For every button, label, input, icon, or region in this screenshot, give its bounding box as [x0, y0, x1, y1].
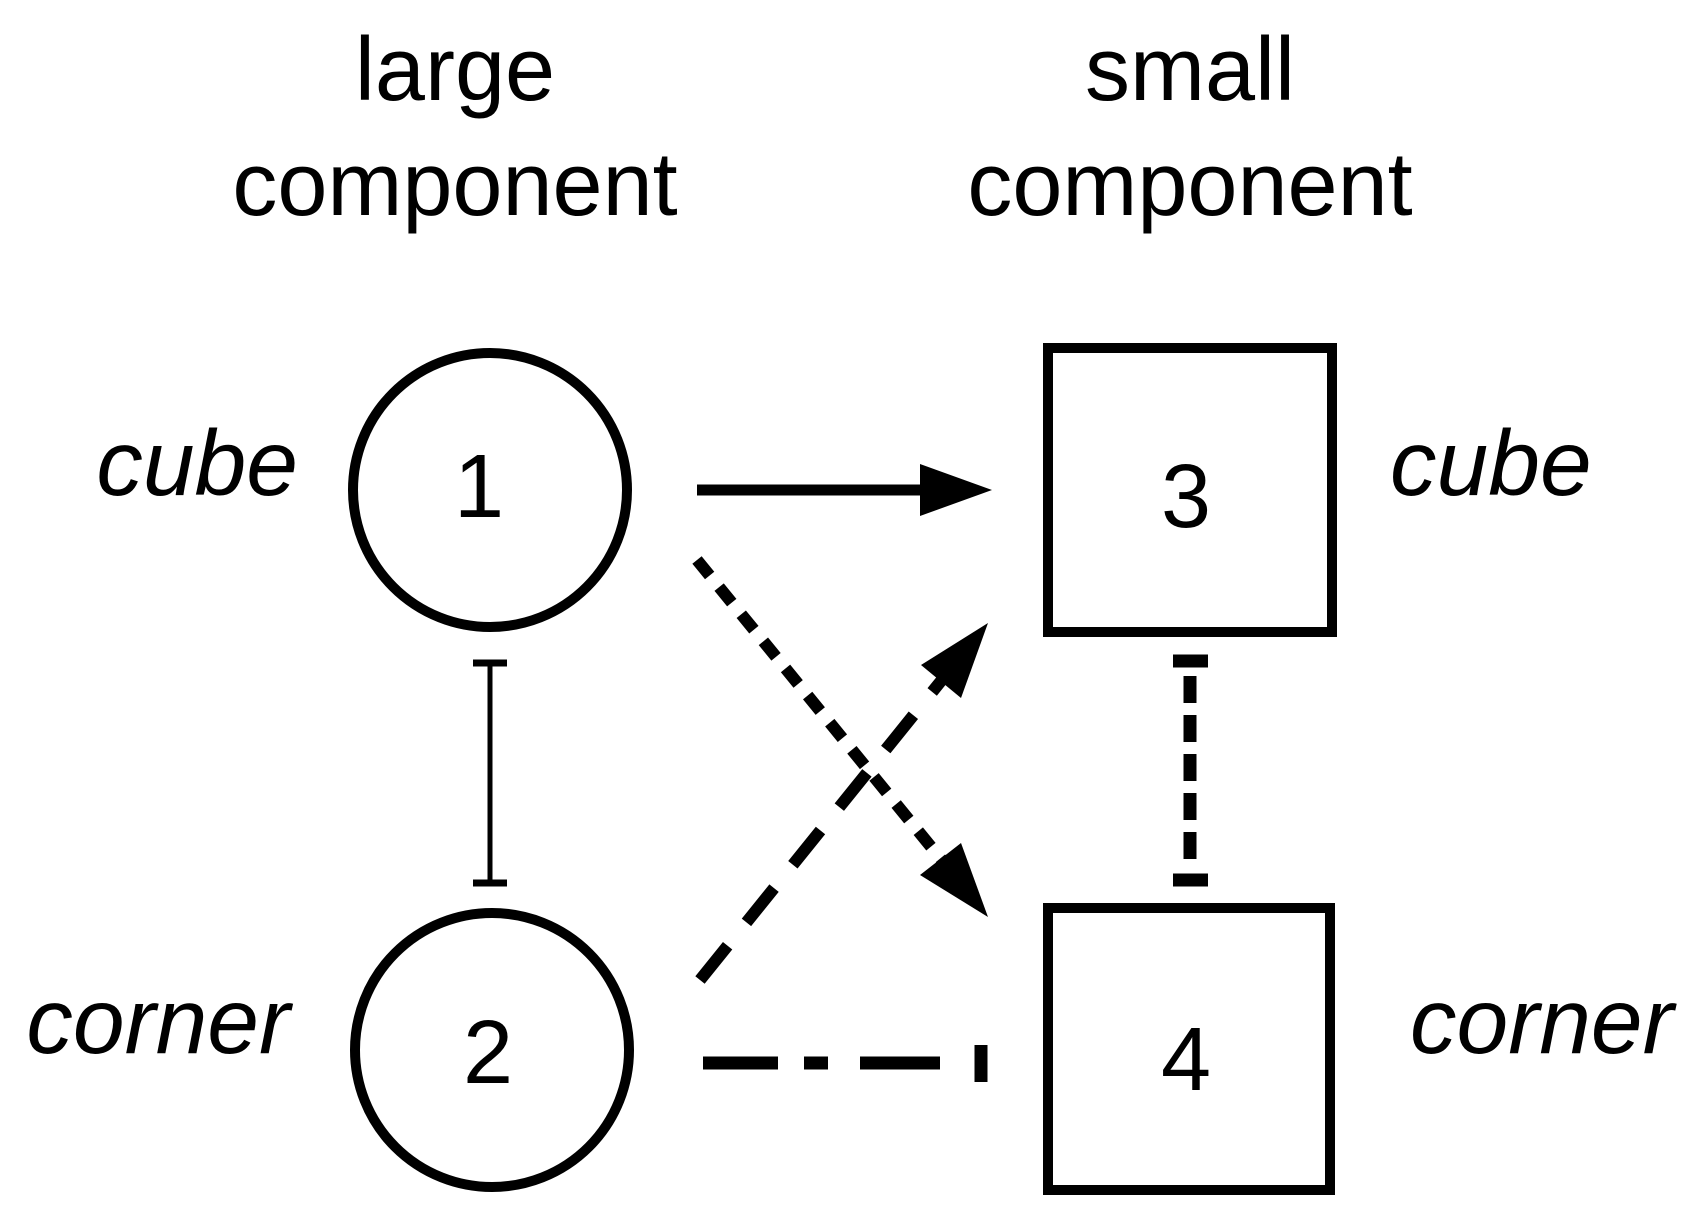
node-3-number: 3: [1161, 447, 1211, 547]
edge-2-to-3-arrowhead-icon: [921, 623, 988, 698]
node-2-number: 2: [463, 1003, 513, 1103]
row-label-corner-left: corner: [26, 969, 294, 1073]
node-2-circle: [350, 908, 634, 1192]
right-column-title-line2: component: [967, 135, 1412, 235]
node-1-circle: [348, 348, 632, 632]
node-4-number: 4: [1161, 1010, 1211, 1110]
edge-1-to-4-arrowhead-icon: [920, 843, 988, 917]
node-3-square: [1043, 343, 1337, 637]
node-4-square: [1043, 903, 1335, 1195]
row-label-cube-left: cube: [96, 411, 298, 515]
node-1-number: 1: [454, 437, 504, 537]
edge-2-to-3-shaft: [695, 677, 946, 984]
row-label-cube-right: cube: [1390, 411, 1592, 515]
edge-1-to-3-arrowhead-icon: [920, 464, 992, 516]
left-column-title-line2: component: [232, 135, 677, 235]
right-column-title-line1: small: [1085, 20, 1295, 120]
left-column-title-line1: large: [355, 20, 555, 120]
row-label-corner-right: corner: [1410, 969, 1678, 1073]
edge-1-to-4-shaft: [692, 556, 946, 863]
